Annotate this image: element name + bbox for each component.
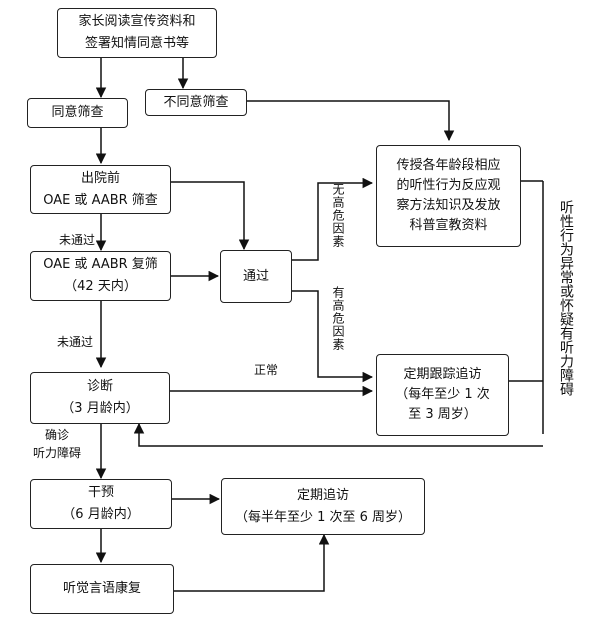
- disagree-label: 不同意筛查: [163, 94, 229, 110]
- rescreen-line-1: OAE 或 AABR 复筛: [43, 257, 158, 272]
- diagnosis-line-2: （3 月龄内）: [61, 401, 139, 416]
- label-confirmed-1: 确诊: [45, 428, 70, 442]
- disagree-box: 不同意筛查: [145, 89, 247, 116]
- education-line-2: 的听性行为反应观: [396, 178, 501, 193]
- rescreen-box: OAE 或 AABR 复筛 （42 天内）: [30, 251, 171, 301]
- label-no-risk: 无高危因素: [331, 183, 345, 248]
- diagnosis-line-1: 诊断: [86, 379, 113, 394]
- education-line-4: 科普宣教资料: [409, 218, 488, 233]
- regular-line-2: （每半年至少 1 次至 6 周岁）: [234, 509, 412, 525]
- label-normal: 正常: [254, 363, 279, 377]
- regular-line-1: 定期追访: [296, 487, 349, 503]
- regular-followup-box: 定期追访 （每半年至少 1 次至 6 周岁）: [221, 478, 425, 535]
- label-has-risk: 有高危因素: [331, 286, 345, 351]
- followup-box: 定期跟踪追访 （每年至少 1 次 至 3 周岁）: [376, 354, 509, 436]
- arrow-initial-to-pass: [171, 181, 250, 251]
- intervention-line-1: 干预: [87, 485, 114, 500]
- initial-line-1: 出院前: [80, 170, 120, 186]
- rescreen-line-2: （42 天内）: [64, 279, 137, 294]
- consent-line-2: 签署知情同意书等: [84, 36, 189, 51]
- agree-label: 同意筛查: [51, 105, 104, 120]
- agree-box: 同意筛查: [27, 98, 128, 128]
- intervention-box: 干预 （6 月龄内）: [30, 479, 172, 529]
- intervention-line-2: （6 月龄内）: [62, 507, 140, 522]
- arrow-disagree-to-education: [247, 100, 455, 142]
- consent-line-1: 家长阅读宣传资料和: [78, 14, 196, 29]
- rehab-box: 听觉言语康复: [30, 564, 174, 614]
- pass-label: 通过: [242, 268, 269, 284]
- arrow-rehab-to-regular: [174, 533, 330, 592]
- label-abnormal-behavior: 听性行为异常或怀疑有听力障碍: [558, 200, 574, 396]
- followup-line-2: （每年至少 1 次: [395, 387, 490, 402]
- followup-line-1: 定期跟踪追访: [403, 367, 482, 382]
- label-not-passed-2: 未通过: [57, 335, 94, 349]
- education-line-1: 传授各年龄段相应: [396, 158, 501, 173]
- consent-box: 家长阅读宣传资料和 签署知情同意书等: [57, 8, 217, 58]
- education-box: 传授各年龄段相应 的听性行为反应观 察方法知识及发放 科普宣教资料: [376, 145, 521, 247]
- label-not-passed-1: 未通过: [59, 233, 96, 247]
- initial-line-2: OAE 或 AABR 筛查: [43, 192, 158, 208]
- rehab-label: 听觉言语康复: [62, 581, 141, 596]
- education-line-3: 察方法知识及发放: [396, 198, 501, 213]
- arrow-feedback-to-diagnosis: [133, 422, 543, 447]
- diagnosis-box: 诊断 （3 月龄内）: [30, 372, 170, 424]
- followup-line-3: 至 3 周岁）: [408, 407, 477, 422]
- pass-box: 通过: [220, 250, 292, 303]
- initial-screening-box: 出院前 OAE 或 AABR 筛查: [30, 165, 171, 214]
- arrow-pass-to-followup: [292, 290, 374, 383]
- label-confirmed-2: 听力障碍: [33, 446, 82, 460]
- arrow-pass-to-education: [292, 177, 374, 261]
